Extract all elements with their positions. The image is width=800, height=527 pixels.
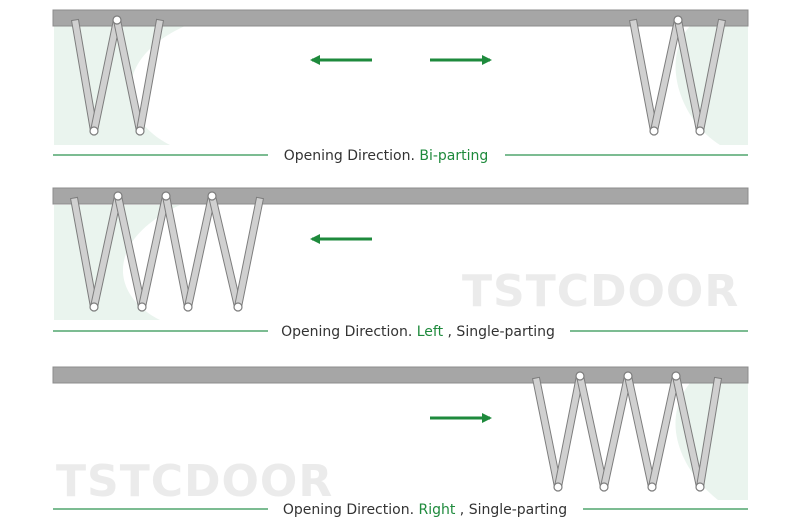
hinge-pivot [113,191,123,201]
caption-bi-parting: Opening Direction. Bi-parting [284,148,489,164]
background-tint-left [54,26,185,145]
hinge-pivot [671,371,681,381]
hinge-pivot [695,482,705,492]
door-panel [628,18,659,133]
caption-right: Opening Direction. Right , Single-partin… [283,502,567,518]
door-panel [575,374,609,489]
door-panels-right [628,15,727,136]
hinge-pivot [135,126,145,136]
door-panel [161,194,193,309]
background-tint-left [54,205,180,320]
hinge-pivot [89,126,99,136]
door-panel [207,194,243,309]
top-rail [52,9,749,27]
hinge-pivot [649,126,659,136]
hinge-pivot [553,482,563,492]
door-panel [599,374,633,489]
hinge-pivot [183,302,193,312]
door-panel [647,374,681,489]
door-panel [183,194,217,309]
door-panels [69,191,265,312]
caption-left: Opening Direction. Left , Single-parting [281,324,555,340]
door-panels [531,371,723,492]
hinge-pivot [623,371,633,381]
diagram-right: TSTCDOOR Opening Direction. Right , Sing… [52,366,749,518]
hinge-pivot [575,371,585,381]
diagram-left: TSTCDOOR Opening Direction. Left , Singl… [52,187,749,340]
door-panel [553,374,585,489]
door-panel [233,196,265,309]
watermark: TSTCDOOR [56,456,333,507]
hinge-pivot [233,302,243,312]
hinge-pivot [695,126,705,136]
hinge-pivot [207,191,217,201]
hinge-pivot [161,191,171,201]
top-rail [52,187,749,205]
hinge-pivot [647,482,657,492]
hinge-pivot [599,482,609,492]
hinge-pivot [112,15,122,25]
door-panels-left [70,15,165,136]
hinge-pivot [89,302,99,312]
watermark: TSTCDOOR [462,266,739,317]
hinge-pivot [673,15,683,25]
door-panel [623,374,657,489]
hinge-pivot [137,302,147,312]
diagram-bi-parting: Opening Direction. Bi-parting [52,9,749,164]
top-rail [52,366,749,384]
